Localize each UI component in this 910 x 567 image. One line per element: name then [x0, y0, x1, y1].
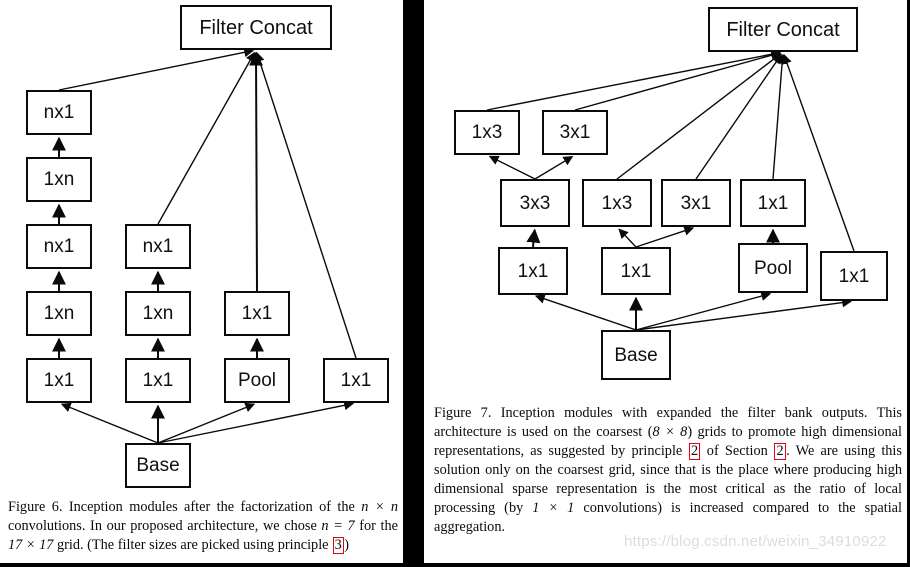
node-r-base: Base — [601, 330, 671, 380]
figure-6-bottom-rule — [0, 563, 403, 567]
edge-r-1x3-mid-to-r-concat — [616, 53, 782, 180]
figure-6-caption: Figure 6. Inception modules after the fa… — [8, 499, 399, 554]
node-l-c1-1x1: 1x1 — [26, 358, 92, 403]
figure-7-edges-layer — [486, 49, 855, 331]
figure-6-diagram: Filter Concat nx1 1xn nx1 1xn 1x1 nx1 1xn 1x1 1x1… — [0, 0, 403, 497]
math-expression: 17 × 17 — [8, 537, 54, 553]
citation-ref[interactable]: 2 — [774, 443, 786, 460]
edge-r-1x1-p-to-r-concat — [772, 54, 787, 180]
node-l-c2-nx1: nx1 — [125, 224, 191, 269]
math-expression: n = 7 — [321, 518, 355, 534]
figure-7-caption: Figure 7. Inception modules with expande… — [434, 405, 902, 535]
node-r-1x1-d: 1x1 — [820, 251, 888, 301]
node-l-c4-1x1: 1x1 — [323, 358, 389, 403]
math-expression: n × n — [361, 499, 399, 515]
edge-r-base-to-r-1x1-d — [635, 297, 852, 331]
citation-ref[interactable]: 2 — [688, 443, 701, 460]
node-l-base: Base — [125, 443, 191, 488]
math-expression: 1 × 1 — [532, 500, 575, 516]
edge-r-1x3-top-to-r-concat — [486, 49, 782, 111]
node-l-c1-nx1a: nx1 — [26, 224, 92, 269]
edge-l-c3-1x1-to-l-concat — [249, 51, 264, 292]
node-l-concat: Filter Concat — [180, 5, 332, 50]
edge-r-1x1-a-to-r-3x3 — [526, 228, 541, 248]
edge-r-3x3-to-r-3x1-top — [534, 155, 574, 180]
node-r-3x1-mid: 3x1 — [661, 179, 731, 227]
node-l-c1-1xnb: 1xn — [26, 157, 92, 202]
edge-r-3x3-to-r-1x3-top — [488, 155, 536, 180]
node-r-1x1-a: 1x1 — [498, 247, 568, 295]
edge-l-c2-nx1-to-l-concat — [157, 51, 256, 225]
edge-r-3x1-top-to-r-concat — [574, 50, 782, 111]
node-l-c1-1xna: 1xn — [26, 291, 92, 336]
edge-r-1x1-d-to-r-concat — [782, 53, 855, 252]
node-l-c3-pool: Pool — [224, 358, 290, 403]
math-expression: 8 × 8 — [652, 424, 688, 440]
node-r-1x3-mid: 1x3 — [582, 179, 652, 227]
edge-l-c4-1x1-to-l-concat — [254, 51, 357, 359]
edge-r-3x1-mid-to-r-concat — [695, 53, 782, 180]
citation-ref[interactable]: 3 — [332, 537, 344, 554]
node-r-concat: Filter Concat — [708, 7, 858, 52]
edge-r-base-to-r-1x1-a — [534, 294, 637, 331]
node-l-c3-1x1: 1x1 — [224, 291, 290, 336]
node-r-3x1-top: 3x1 — [542, 110, 608, 155]
watermark-text: https://blog.csdn.net/weixin_34910922 — [624, 533, 887, 550]
node-l-c2-1xn: 1xn — [125, 291, 191, 336]
edge-l-base-to-l-c1-1x1 — [60, 402, 159, 444]
edge-r-1x1-b-to-r-1x3-mid — [618, 228, 637, 248]
edge-l-base-to-l-c3-pool — [157, 402, 256, 444]
node-l-c2-1x1: 1x1 — [125, 358, 191, 403]
edge-l-base-to-l-c4-1x1 — [157, 400, 355, 444]
node-l-c1-nx1b: nx1 — [26, 90, 92, 135]
node-r-1x3-top: 1x3 — [454, 110, 520, 155]
node-r-1x1-b: 1x1 — [601, 247, 671, 295]
figure-7-right-rule — [907, 0, 910, 567]
edge-l-c1-nx1b-to-l-concat — [58, 47, 255, 91]
edge-r-base-to-r-pool — [635, 291, 772, 331]
node-r-3x3: 3x3 — [500, 179, 570, 227]
figure-7-bottom-rule — [424, 563, 910, 567]
figure-6-edges-layer — [52, 47, 357, 444]
edge-r-1x1-b-to-r-3x1-mid — [635, 226, 695, 248]
node-r-1x1-p: 1x1 — [740, 179, 806, 227]
panel-divider — [403, 0, 424, 567]
figure-6-panel: Filter Concat nx1 1xn nx1 1xn 1x1 nx1 1xn 1x1 1x1… — [0, 0, 403, 567]
node-r-pool: Pool — [738, 243, 808, 293]
